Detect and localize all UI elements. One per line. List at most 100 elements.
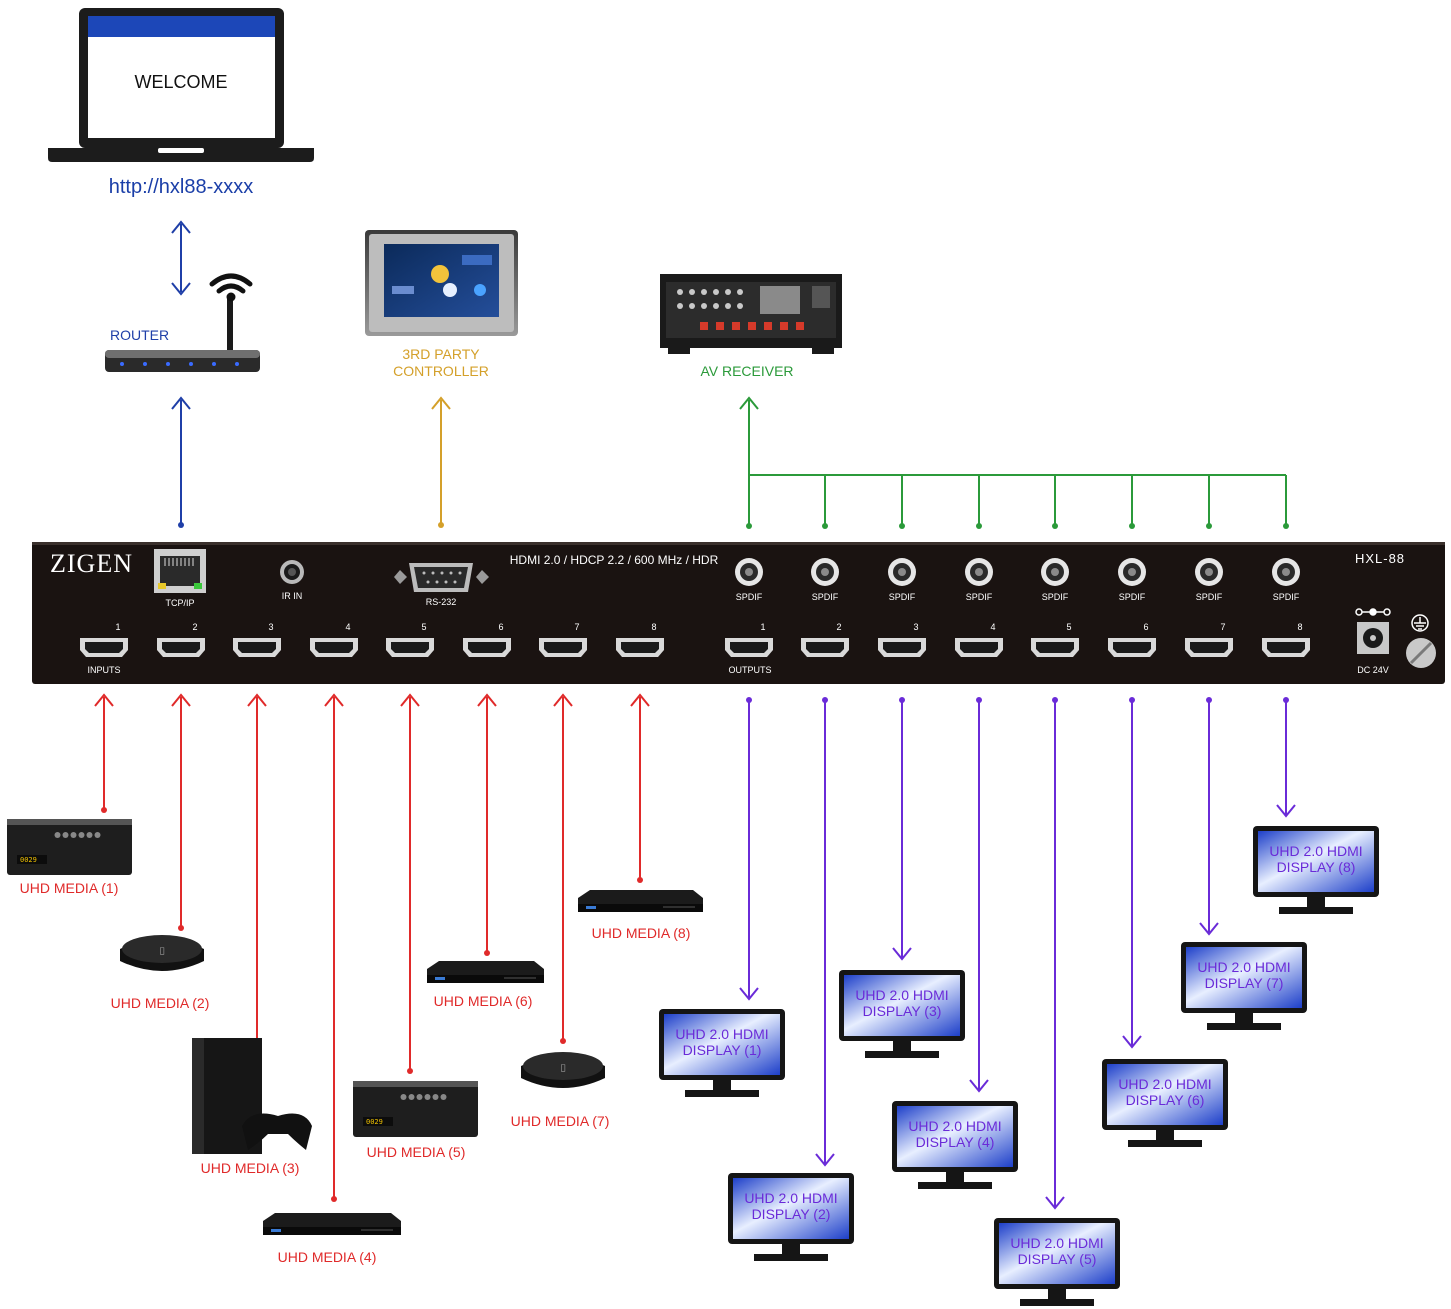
hdmi-output-port-5[interactable] [1031, 638, 1079, 657]
port-number-label: 4 [990, 622, 995, 632]
hdmi-input-port-8[interactable] [616, 638, 664, 657]
input-link-4 [324, 693, 344, 1202]
display-label-line2: DISPLAY (4) [916, 1134, 995, 1150]
hdmi-output-port-2[interactable] [801, 638, 849, 657]
spdif-port-2[interactable] [811, 558, 839, 586]
ethernet-port[interactable] [154, 549, 206, 593]
source-label-1: UHD MEDIA (1) [20, 880, 119, 896]
output-link-5 [1045, 697, 1065, 1210]
hdmi-output-port-3[interactable] [878, 638, 926, 657]
input-link-8 [630, 693, 650, 883]
spec-label: HDMI 2.0 / HDCP 2.2 / 600 MHz / HDR [510, 553, 719, 567]
blu-ray-player-icon [578, 890, 703, 912]
spdif-label: SPDIF [1042, 592, 1069, 602]
output-link-7 [1199, 697, 1219, 936]
output-link-2 [815, 697, 835, 1167]
display-label-line2: DISPLAY (1) [683, 1042, 762, 1058]
output-link-8 [1276, 697, 1296, 818]
irin-label: IR IN [282, 591, 303, 601]
blu-ray-player-icon [263, 1213, 401, 1235]
hdmi-output-port-7[interactable] [1185, 638, 1233, 657]
rs232-port[interactable] [394, 563, 489, 592]
hdmi-output-port-6[interactable] [1108, 638, 1156, 657]
laptop: WELCOME [48, 8, 314, 162]
ir-in-port[interactable] [280, 560, 304, 584]
dc-power-jack[interactable] [1357, 622, 1389, 654]
spdif-port-7[interactable] [1195, 558, 1223, 586]
hdmi-input-port-7[interactable] [539, 638, 587, 657]
input-links [94, 693, 650, 1202]
input-link-1 [94, 693, 114, 813]
spdif-label: SPDIF [1196, 592, 1223, 602]
svg-text::  [160, 946, 165, 955]
source-label-2: UHD MEDIA (2) [111, 995, 210, 1011]
source-label-4: UHD MEDIA (4) [278, 1249, 377, 1265]
web-url: http://hxl88-xxxx [109, 176, 254, 198]
output-link-3 [892, 697, 912, 961]
controller-label-line2: CONTROLLER [393, 363, 489, 379]
hdmi-input-port-1[interactable] [80, 638, 128, 657]
port-number-label: 5 [1066, 622, 1071, 632]
brand-logo: ZIGEN [50, 549, 133, 578]
port-number-label: 2 [192, 622, 197, 632]
source-label-5: UHD MEDIA (5) [367, 1144, 466, 1160]
display-label-line2: DISPLAY (2) [752, 1206, 831, 1222]
output-link-4 [969, 697, 989, 1093]
svg-text:0029: 0029 [20, 856, 37, 864]
display-label-line1: UHD 2.0 HDMI [1197, 959, 1290, 975]
display-label-line1: UHD 2.0 HDMI [744, 1190, 837, 1206]
controller-label-line1: 3RD PARTY [402, 346, 480, 362]
spdif-port-8[interactable] [1272, 558, 1300, 586]
display-label-line1: UHD 2.0 HDMI [1010, 1235, 1103, 1251]
display-label-line1: UHD 2.0 HDMI [855, 987, 948, 1003]
outputs-label: OUTPUTS [728, 665, 771, 675]
spdif-port-5[interactable] [1041, 558, 1069, 586]
set-top-box-icon: 0029 [7, 819, 132, 875]
router-label: ROUTER [110, 327, 169, 343]
output-link-1 [739, 697, 759, 1001]
spdif-label: SPDIF [1119, 592, 1146, 602]
source-label-7: UHD MEDIA (7) [511, 1113, 610, 1129]
svg-text::  [561, 1063, 566, 1072]
hdmi-input-port-2[interactable] [157, 638, 205, 657]
hdmi-input-port-5[interactable] [386, 638, 434, 657]
hdmi-output-port-4[interactable] [955, 638, 1003, 657]
display-label-line2: DISPLAY (6) [1126, 1092, 1205, 1108]
model-label: HXL-88 [1355, 551, 1405, 566]
input-link-3 [247, 693, 267, 1044]
tcpip-label: TCP/IP [165, 598, 194, 608]
dc-polarity-icon [1355, 608, 1391, 616]
hdmi-input-port-4[interactable] [310, 638, 358, 657]
spdif-label: SPDIF [736, 592, 763, 602]
input-link-2 [171, 693, 191, 931]
port-number-label: 2 [836, 622, 841, 632]
port-number-label: 3 [268, 622, 273, 632]
hdmi-output-port-1[interactable] [725, 638, 773, 657]
source-label-6: UHD MEDIA (6) [434, 993, 533, 1009]
hdmi-input-port-6[interactable] [463, 638, 511, 657]
audio-links-spdif [739, 396, 1289, 529]
spdif-port-4[interactable] [965, 558, 993, 586]
ground-screw[interactable] [1406, 638, 1436, 668]
touch-panel-controller [365, 230, 518, 336]
blu-ray-player-icon [427, 961, 544, 983]
av-receiver [660, 274, 842, 354]
spdif-label: SPDIF [966, 592, 993, 602]
streaming-box-icon:  [521, 1052, 605, 1088]
spdif-port-3[interactable] [888, 558, 916, 586]
hdmi-output-port-8[interactable] [1262, 638, 1310, 657]
receiver-label: AV RECEIVER [700, 363, 793, 379]
port-number-label: 1 [115, 622, 120, 632]
display-label-line2: DISPLAY (7) [1205, 975, 1284, 991]
hdmi-input-port-3[interactable] [233, 638, 281, 657]
spdif-port-1[interactable] [735, 558, 763, 586]
inputs-label: INPUTS [87, 665, 120, 675]
rs232-label: RS-232 [426, 597, 457, 607]
spdif-port-6[interactable] [1118, 558, 1146, 586]
display-label-line1: UHD 2.0 HDMI [908, 1118, 1001, 1134]
